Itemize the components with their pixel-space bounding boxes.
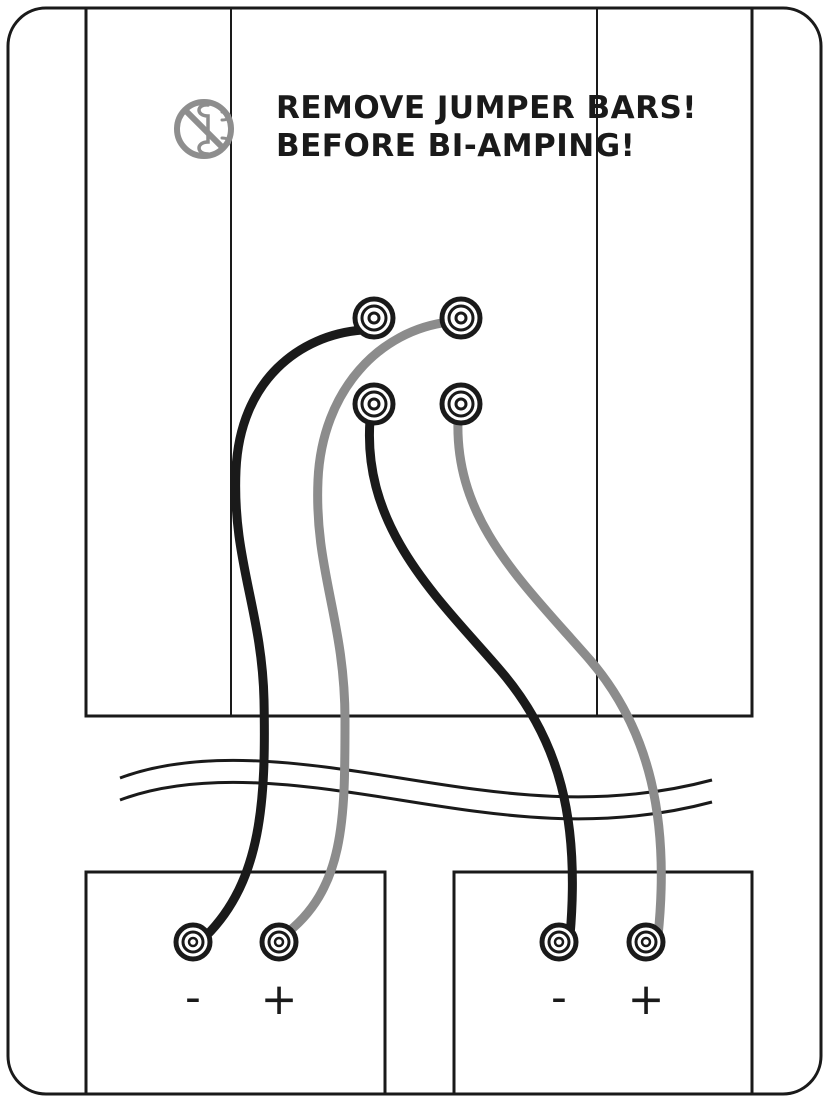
outer-frame bbox=[6, 6, 823, 1096]
break-line-bottom bbox=[119, 780, 713, 821]
wire-black-lower bbox=[364, 415, 577, 941]
speaker-terminal-bottom-left bbox=[352, 382, 396, 426]
amp-left-minus-label: - bbox=[185, 972, 201, 1023]
amp-left-plus-terminal bbox=[259, 922, 299, 962]
speaker-terminal-top-left bbox=[352, 296, 396, 340]
cable-break-lines bbox=[119, 758, 713, 821]
break-line-top bbox=[119, 758, 713, 799]
wire-gray-lower bbox=[453, 415, 666, 941]
wire-gray-upper bbox=[278, 317, 454, 941]
amp-right-plus-terminal bbox=[626, 922, 666, 962]
speaker-outline bbox=[84, 8, 754, 718]
no-jumper-bar-icon bbox=[174, 99, 234, 159]
amplifier-left bbox=[84, 870, 387, 1094]
warning-line-1: REMOVE JUMPER BARS! bbox=[276, 90, 697, 126]
amp-right-plus-label: + bbox=[628, 974, 665, 1025]
amplifier-right bbox=[452, 870, 754, 1094]
speaker-terminal-bottom-right bbox=[439, 382, 483, 426]
amp-right-minus-terminal bbox=[539, 922, 579, 962]
wires bbox=[201, 317, 666, 941]
wire-black-upper bbox=[201, 325, 367, 941]
amp-left-minus-terminal bbox=[173, 922, 213, 962]
speaker-terminals bbox=[352, 296, 483, 426]
amp-left-plus-label: + bbox=[261, 974, 298, 1025]
amplifier-terminals bbox=[173, 922, 666, 962]
warning-line-2: BEFORE BI-AMPING! bbox=[276, 128, 635, 164]
speaker-terminal-top-right bbox=[439, 296, 483, 340]
amp-right-minus-label: - bbox=[551, 972, 567, 1023]
